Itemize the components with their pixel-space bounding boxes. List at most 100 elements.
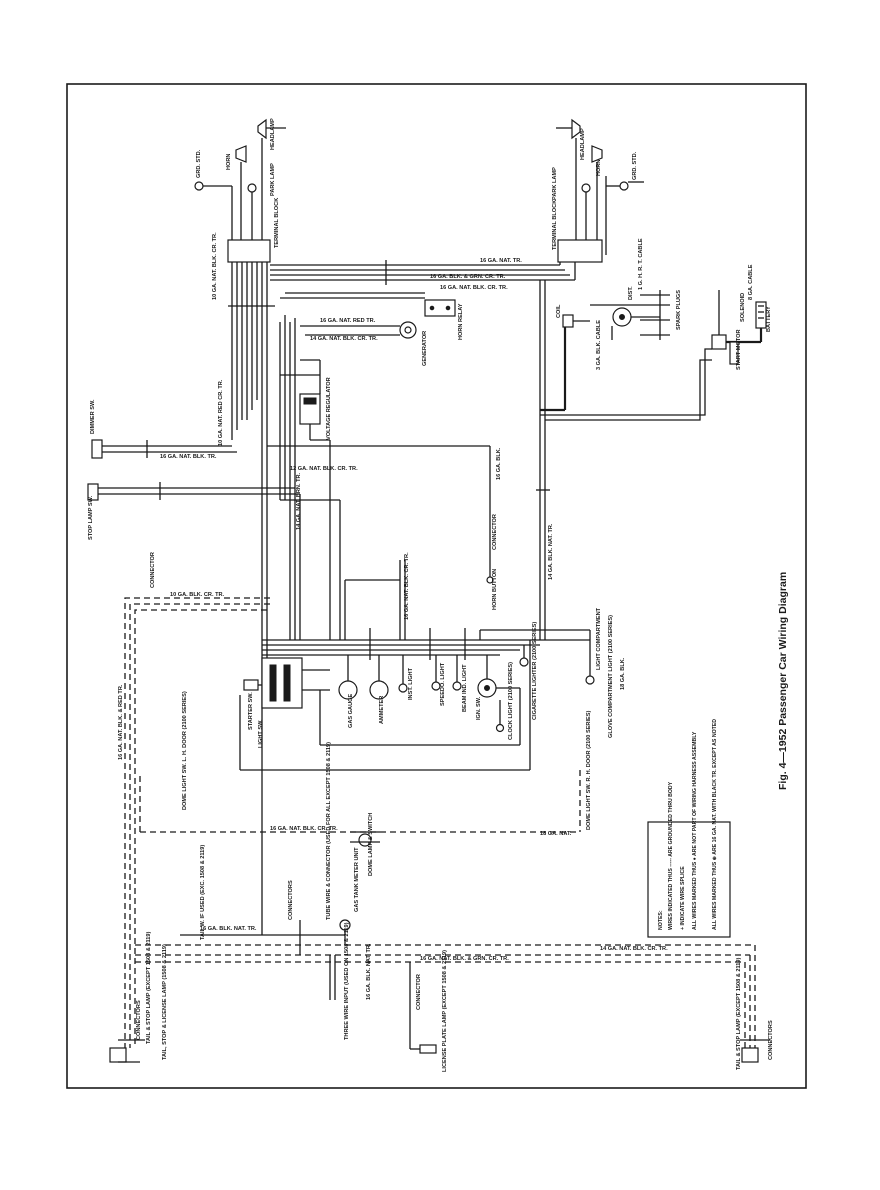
note-2: + INDICATE WIRE SPLICE [680, 866, 686, 930]
wire-label-13: 10 GA. BLK. CR. TR. [170, 592, 225, 598]
inst-light [398, 655, 408, 693]
dimmer-switch [91, 439, 237, 459]
grd-std-right [605, 176, 644, 255]
wire-label-14: 16 GA. NAT. BLK. CR. TR. [404, 552, 410, 620]
label-speedo-light: SPEEDO. LIGHT [440, 662, 446, 706]
label-headlamp-left: HEADLAMP [270, 118, 276, 150]
battery [726, 301, 767, 344]
wire-label-5: 14 GA. NAT. BLK. CR. TR. [310, 336, 378, 342]
wire-label-17: 1 G. H. R. T. CABLE [638, 238, 644, 290]
wire-label-7: 10 GA. NAT. RED CR. TR. [218, 379, 224, 446]
ammeter [369, 655, 389, 700]
speedo-light [431, 655, 441, 691]
wire-label-24: 18 GA. BLK. [620, 657, 626, 690]
label-dimmer-sw: DIMMER SW. [90, 399, 96, 434]
wire-label-9: 12 GA. NAT. BLK. CR. TR. [290, 466, 358, 472]
notes-title: NOTES: [658, 910, 664, 930]
label-three-wire-input: THREE WIRE INPUT (USED ON 1508 & 2119) [344, 922, 350, 1040]
label-terminal-block-right: TERMINAL BLOCK [552, 200, 558, 250]
left-rear-harness [109, 597, 270, 1063]
wire-label-21: 16 GA. NAT. BLK. & GRN. CR. TR. [420, 956, 509, 962]
label-solenoid: SOLENOID [740, 293, 746, 322]
label-horn-right: HORN [596, 160, 602, 176]
horn-button [267, 445, 494, 584]
glove-compartment-light [585, 640, 595, 685]
label-connector-mid: CONNECTOR [492, 514, 498, 550]
instrument-panel-bus [262, 628, 591, 660]
wire-label-18: 14 GA. BLK. NAT. TR. [548, 523, 554, 580]
start-motor [729, 341, 739, 365]
horn-relay [280, 292, 456, 317]
light-switch [261, 657, 330, 709]
label-inst-light: INST. LIGHT [408, 667, 414, 700]
three-wire-input [329, 955, 336, 1000]
beam-ind-light [452, 655, 462, 691]
label-stop-lamp-sw: STOP LAMP SW. [88, 495, 94, 540]
wire-label-15: 8 GA. CABLE [748, 264, 754, 300]
left-main-bundle [228, 262, 275, 455]
note-4: ALL WIRES MARKED THUS ⊕ ARE 16 GA. NAT. … [712, 719, 718, 930]
label-generator: GENERATOR [422, 331, 428, 366]
wire-label-16: 3 GA. BLK. CABLE [596, 320, 602, 370]
wire-label-6: 10 GA. NAT. BLK. CR. TR. [212, 232, 218, 300]
label-spark-plugs: SPARK PLUGS [676, 290, 682, 330]
generator [300, 321, 417, 339]
wire-label-10: 14 GA. NAT. BRN. TR. [296, 472, 302, 530]
label-ign-sw: IGN. SW. [476, 696, 482, 720]
label-headlamp-right: HEADLAMP [580, 128, 586, 160]
label-dome-light-sw-right: DOME LIGHT SW. R. H. DOOR (2100 SERIES) [586, 711, 592, 830]
label-tail-w: TAIL W. IF USED (EXC. 1508 & 2119) [200, 845, 206, 940]
center-harness [261, 439, 406, 820]
label-light-sw: LIGHT SW. [258, 719, 264, 748]
label-beam-ind-light: BEAM IND. LIGHT [462, 664, 468, 712]
wire-label-2: 16 GA. BLK. & GRN. CR. TR. [430, 274, 506, 280]
label-grd-std-right: GRD. STD. [632, 151, 638, 180]
front-cross-harness [270, 260, 576, 285]
spark-plugs [640, 290, 670, 340]
label-park-lamp-left: PARK LAMP [270, 163, 276, 196]
label-dome-lamp-switch: DOME LAMP & SWITCH [368, 813, 374, 876]
voltage-regulator [279, 315, 321, 500]
gas-gauge [338, 655, 358, 700]
label-tail-stop-left: TAIL & STOP LAMP (EXCEPT 1508 & 2119) [146, 932, 152, 1044]
label-light-compartment: LIGHT COMPARTMENT [596, 607, 602, 670]
diagram-frame [66, 83, 807, 1089]
distributor [590, 304, 660, 340]
label-tail-stop-right: TAIL & STOP LAMP (EXCEPT 1508 & 2119) [736, 958, 742, 1070]
label-park-lamp-right: PARK LAMP [552, 167, 558, 200]
figure-caption: Fig. 4—1952 Passenger Car Wiring Diagram [777, 572, 789, 790]
headlamp-left [257, 118, 286, 255]
stop-lamp-switch [87, 482, 300, 501]
label-battery: BATTERY [766, 306, 772, 332]
headlamp-right [556, 118, 581, 255]
label-dome-light-sw-left: DOME LIGHT SW. L. H. DOOR (2100 SERIES) [182, 691, 188, 810]
license-plate-lamp [409, 962, 437, 1054]
label-gas-tank-meter-unit: GAS TANK METER UNIT [354, 847, 360, 912]
label-voltage-regulator: VOLTAGE REGULATOR [326, 377, 332, 440]
label-horn-left: HORN [226, 154, 232, 170]
clock-light [495, 700, 505, 733]
wire-label-8: 16 GA. NAT. BLK. TR. [160, 454, 217, 460]
instrument-loop [239, 640, 531, 771]
label-tube-wire: TUBE WIRE & CONNECTOR (USED FOR ALL EXCE… [326, 742, 332, 920]
rear-tail-bus [135, 944, 770, 1063]
label-connectors-low: CONNECTORS [288, 880, 294, 920]
coil [562, 314, 590, 328]
wire-label-3: 16 GA. NAT. BLK. CR. TR. [440, 285, 508, 291]
label-connector-top: CONNECTOR [150, 552, 156, 588]
label-cigarette-lighter: CIGARETTE LIGHTER (2100 SERIES) [532, 622, 538, 720]
label-start-motor: START MOTOR [736, 330, 742, 371]
label-dist: DIST. [628, 286, 634, 300]
terminal-block-right [557, 239, 603, 263]
cigarette-lighter [519, 645, 529, 667]
label-ammeter: AMMETER [379, 696, 385, 724]
horn-left [235, 145, 247, 255]
label-terminal-block-left: TERMINAL BLOCK [274, 198, 280, 248]
terminal-block-left [227, 239, 271, 263]
wire-label-23: 16 GA. BLK. NAT. TR. [366, 943, 372, 1000]
label-connectors-left: CONNECTORS [136, 1000, 142, 1040]
note-3: ALL WIRES MARKED THUS ● ARE NOT PART OF … [692, 731, 698, 930]
right-engine-harness [536, 280, 712, 640]
wire-label-22: 16 GA. BLK. NAT. TR. [200, 926, 257, 932]
